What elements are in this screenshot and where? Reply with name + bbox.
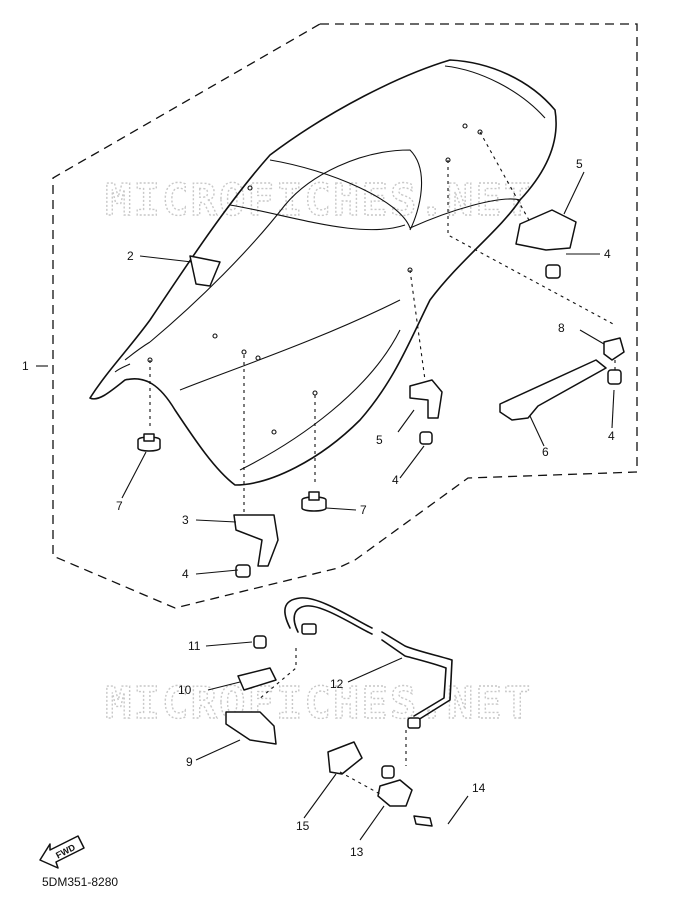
- diagram-code: 5DM351-8280: [42, 875, 118, 889]
- leader-lines: [36, 171, 615, 841]
- callout-cable: 12: [330, 677, 344, 691]
- nut: [235, 264, 622, 578]
- callout-strap: 6: [542, 445, 549, 459]
- seat-strap: [499, 359, 607, 421]
- lever-bolt: [413, 815, 433, 827]
- seat-lock: [225, 711, 277, 745]
- strap-hook: [603, 337, 625, 361]
- callout-bolt: 14: [472, 781, 486, 795]
- forward-arrow: FWD: [39, 835, 85, 869]
- seat-mount-holes: [147, 123, 483, 435]
- callout-lock-bracket: 15: [296, 819, 310, 833]
- lock-lever: [377, 779, 413, 807]
- callout-nut-rear: 4: [604, 247, 611, 261]
- callout-lock-nut: 11: [188, 639, 201, 653]
- lever-washer: [381, 765, 395, 779]
- callout-bracket-rear: 5: [576, 157, 583, 171]
- seat-bracket-front: [233, 514, 279, 567]
- callout-seat: 1: [22, 359, 29, 373]
- seat-bracket-mid: [409, 379, 443, 419]
- lock-cover: [237, 667, 277, 691]
- callout-bracket-front: 3: [182, 513, 189, 527]
- callout-nut-strap: 4: [608, 429, 615, 443]
- callout-damper-right: 7: [360, 503, 367, 517]
- watermark-top: MICROFICHES.NET: [105, 175, 532, 226]
- seat: [89, 59, 557, 486]
- callout-damper-left: 7: [116, 499, 123, 513]
- callout-nut-mid: 4: [392, 473, 399, 487]
- seat-lock-cable: [284, 597, 453, 729]
- seat-tag: [189, 255, 221, 287]
- seat-bracket-rear: [515, 209, 577, 251]
- assembly-boundary: [52, 23, 638, 609]
- lock-bracket: [327, 741, 363, 775]
- callout-lock-cover: 10: [178, 683, 192, 697]
- callout-lever: 13: [350, 845, 364, 859]
- lock-nut: [253, 635, 267, 649]
- damper-left: [137, 433, 161, 452]
- damper-right: [301, 491, 327, 512]
- callout-tag: 2: [127, 249, 134, 263]
- callout-bracket-mid: 5: [376, 433, 383, 447]
- callout-hook: 8: [558, 321, 565, 335]
- callout-labels: 1 2 3 4 4 4 4 5 5 6 7 7 8 9 10 11 12 13 …: [22, 157, 615, 859]
- watermark-bottom: MICROFICHES.NET: [105, 678, 532, 729]
- callout-seat-lock: 9: [186, 755, 193, 769]
- callout-nut-front: 4: [182, 567, 189, 581]
